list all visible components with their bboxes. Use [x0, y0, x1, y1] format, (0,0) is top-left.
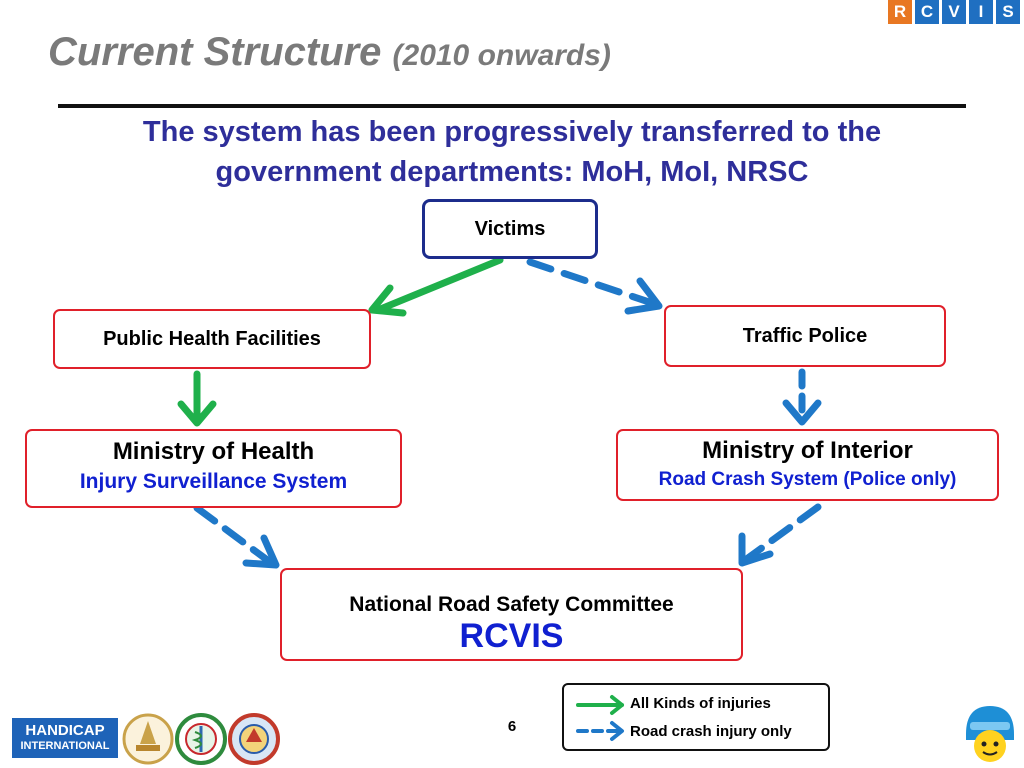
subtitle-line-1: The system has been progressively transf…	[142, 116, 882, 148]
rcvis-logo: R C V I S	[888, 0, 1023, 24]
node-traffic-police-label: Traffic Police	[742, 325, 868, 347]
rcvis-logo-letter: S	[996, 0, 1020, 24]
legend-dashed-label: Road crash injury only	[630, 723, 792, 740]
node-moh-system: Injury Surveillance System	[79, 470, 348, 493]
title-divider	[58, 104, 966, 108]
node-victims-label: Victims	[474, 218, 546, 240]
arrow-victims-to-public-health	[368, 256, 504, 317]
rcvis-logo-letter: C	[915, 0, 939, 24]
partner-seals	[122, 713, 280, 765]
node-victims: Victims	[422, 199, 598, 259]
handicap-international-logo: HANDICAP INTERNATIONAL	[12, 718, 118, 758]
legend-solid-arrow-icon	[576, 695, 624, 715]
node-ministry-of-health: Ministry of Health Injury Surveillance S…	[25, 429, 402, 508]
legend-dashed-arrow-icon	[576, 721, 624, 741]
node-moi-label: Ministry of Interior	[702, 437, 913, 464]
node-ministry-of-interior: Ministry of Interior Road Crash System (…	[616, 429, 999, 501]
arrow-public-health-to-moh	[177, 370, 217, 427]
node-nrsc-label: National Road Safety Committee	[349, 593, 674, 616]
arrow-moi-to-nrsc	[738, 503, 822, 567]
ministry-seal-icon	[122, 713, 174, 765]
node-public-health-label: Public Health Facilities	[103, 328, 321, 350]
interior-ministry-seal-icon	[228, 713, 280, 765]
rcvis-logo-letter: I	[969, 0, 993, 24]
rcvis-logo-letter: R	[888, 0, 912, 24]
node-traffic-police: Traffic Police	[664, 305, 946, 367]
legend: All Kinds of injuries Road crash injury …	[562, 683, 830, 751]
node-moh-label: Ministry of Health	[112, 438, 315, 465]
subtitle-line-2: government departments: MoH, MoI, NRSC	[215, 156, 809, 188]
arrow-victims-to-traffic-police	[526, 258, 663, 315]
legend-solid-label: All Kinds of injuries	[630, 695, 771, 712]
health-ministry-seal-icon	[175, 713, 227, 765]
node-national-road-safety-committee: National Road Safety Committee RCVIS	[280, 568, 743, 661]
mascot-helmet-icon	[966, 706, 1014, 762]
slide-subtitle: The system has been progressively transf…	[40, 112, 984, 192]
arrow-moh-to-nrsc	[193, 504, 280, 569]
page-number: 6	[507, 718, 517, 735]
arrow-traffic-police-to-moi	[782, 368, 822, 426]
node-public-health-facilities: Public Health Facilities	[53, 309, 371, 369]
rcvis-logo-letter: V	[942, 0, 966, 24]
legend-arrows	[576, 695, 624, 741]
slide-title-suffix: (2010 onwards)	[392, 39, 611, 72]
node-nrsc-system: RCVIS	[459, 617, 564, 655]
slide-title: Current Structure (2010 onwards)	[48, 30, 611, 75]
slide-title-main: Current Structure	[48, 30, 382, 74]
node-moi-system: Road Crash System (Police only)	[658, 469, 957, 490]
